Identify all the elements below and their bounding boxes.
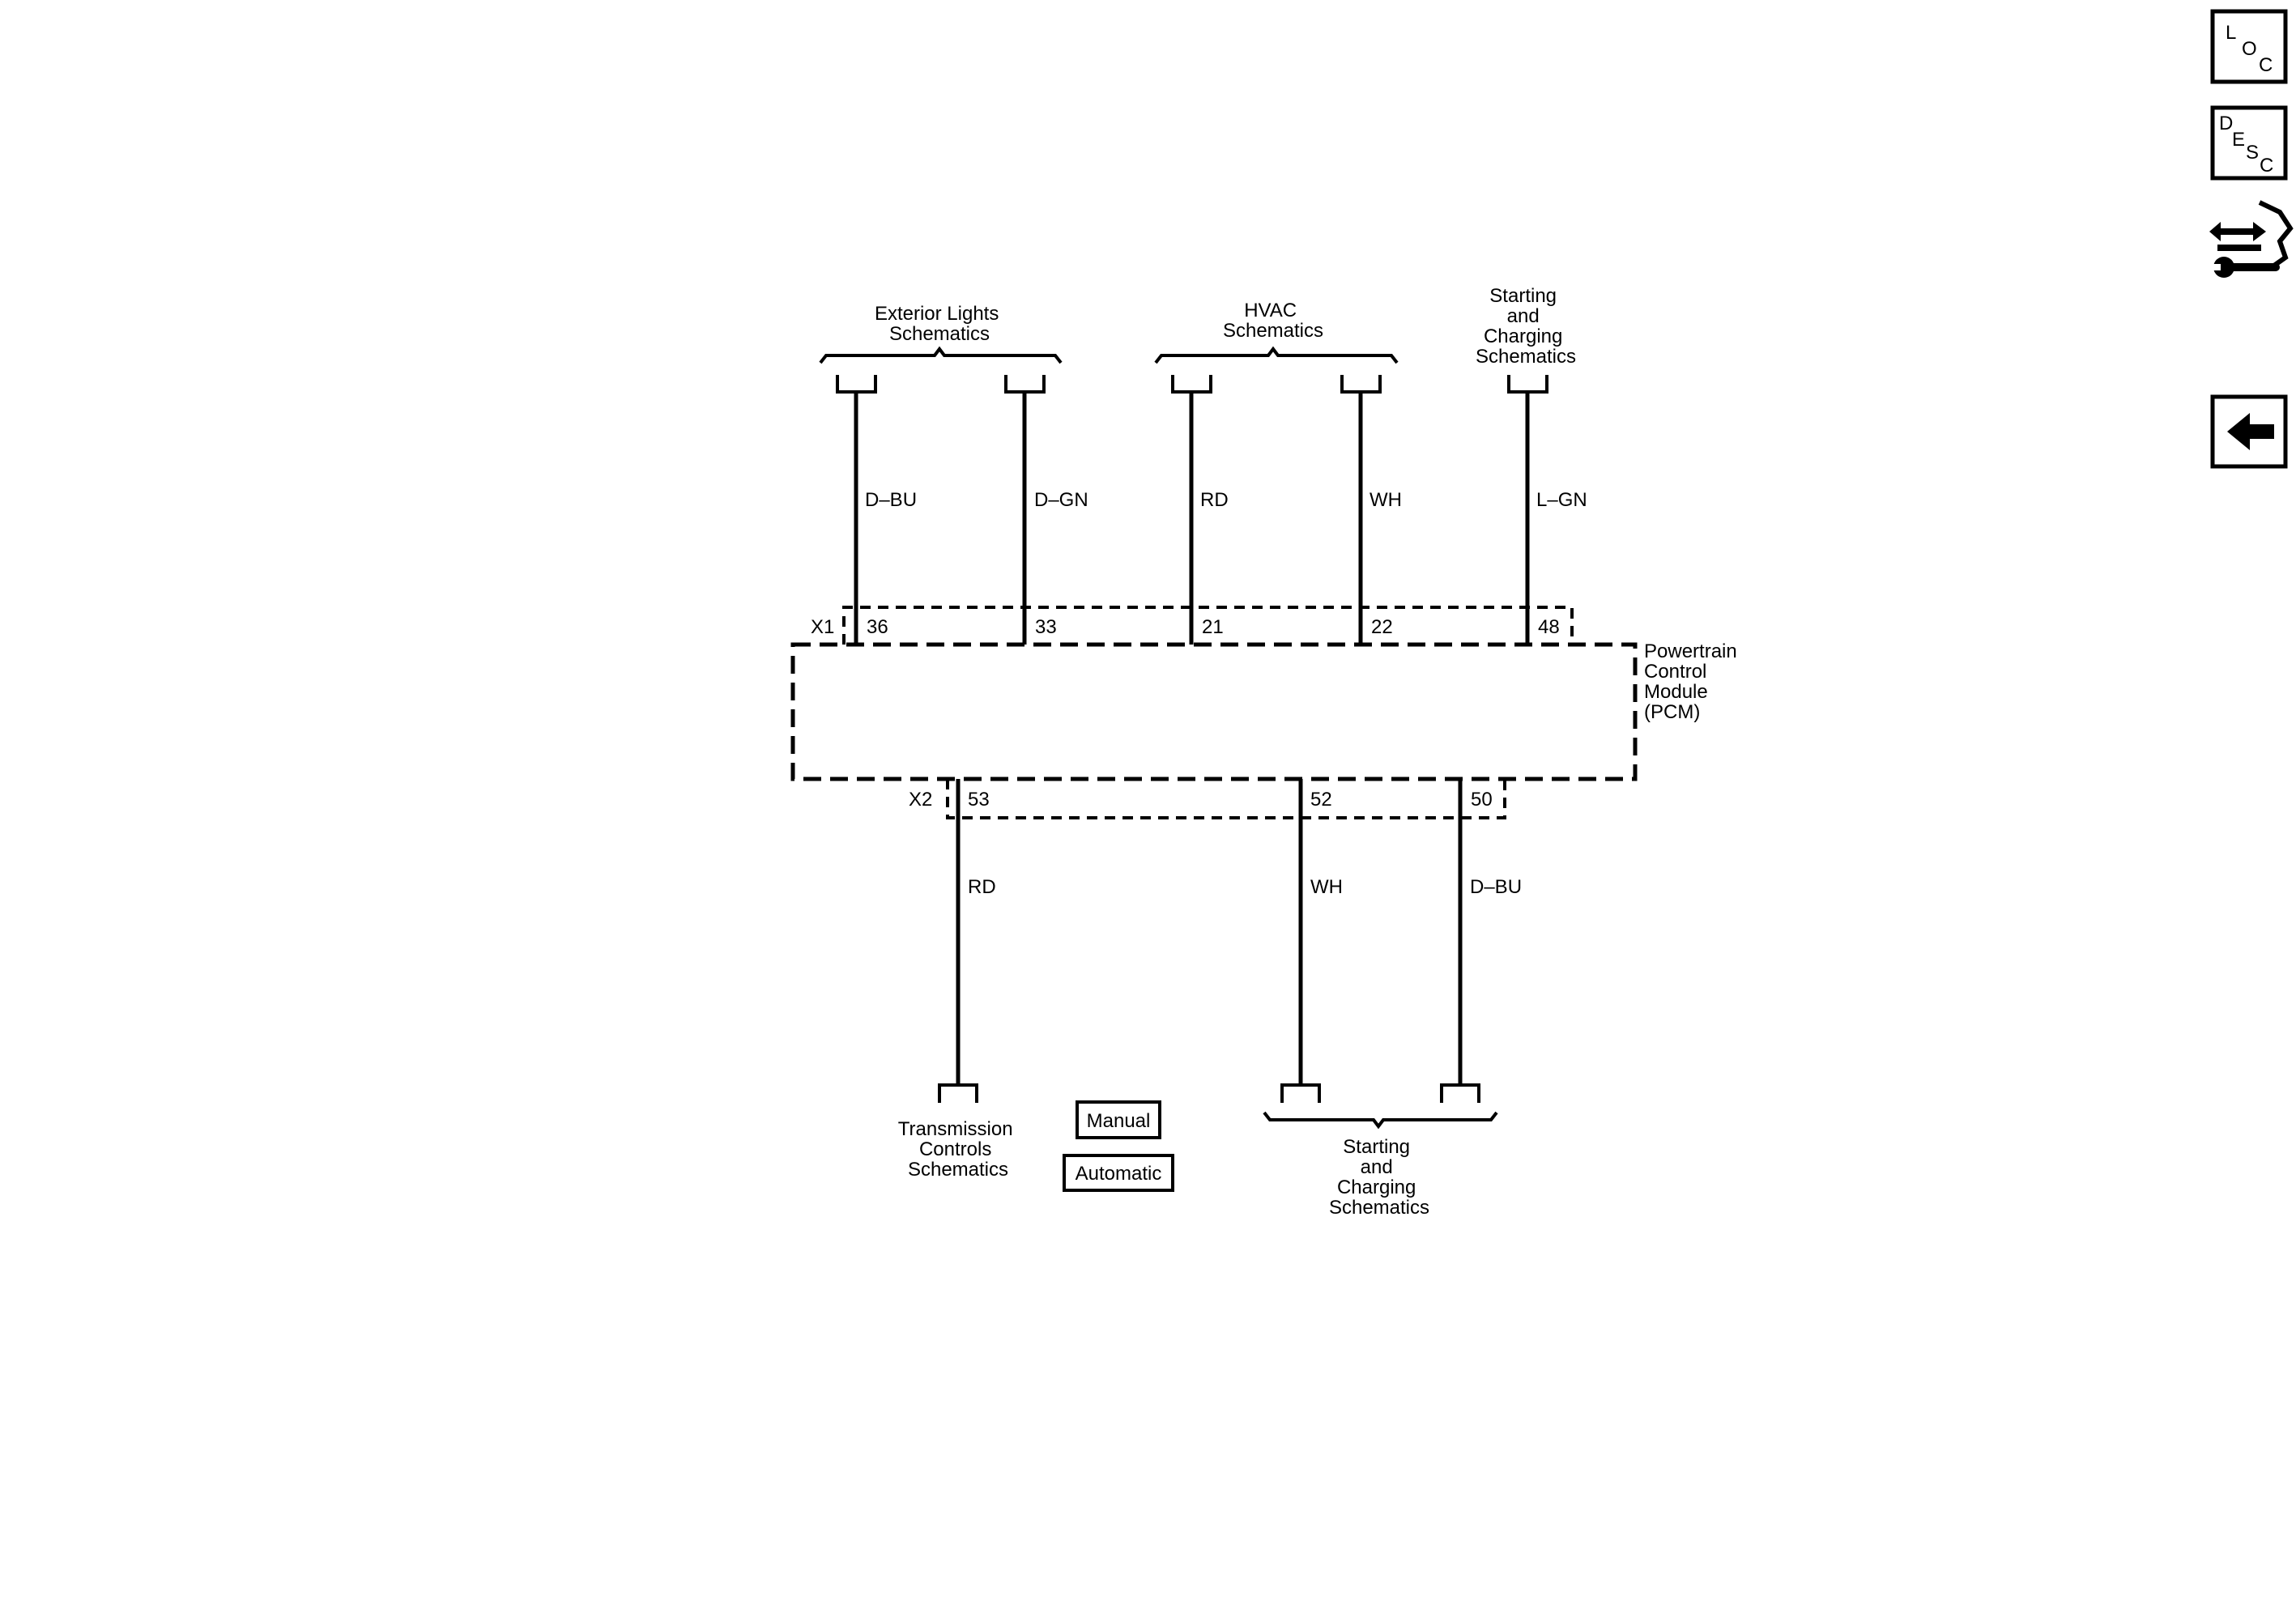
pin-number: 48 [1538,616,1560,638]
top-terminals [836,375,1548,394]
terminal-symbol [1171,375,1212,394]
desc-letter: E [2232,129,2245,151]
connector-x2-outline [946,779,1506,819]
exterior-lights-label: Exterior Lights Schematics [875,303,1004,345]
back-button[interactable] [2210,394,2288,469]
loc-button[interactable]: L O C [2210,9,2288,84]
pcm-module-outline [790,642,1638,781]
terminal-symbol [938,1083,978,1103]
terminal-symbol [836,375,877,394]
terminal-symbol [1507,375,1548,394]
pin-number: 21 [1202,616,1224,638]
manual-option-button[interactable]: Manual [1076,1100,1161,1139]
wire-color-label: RD [1200,489,1229,511]
transmission-controls-label: Transmission Controls Schematics [898,1118,1018,1181]
wire-color-label: D–BU [865,489,917,511]
pin-number: 53 [968,789,990,811]
pin-number: 22 [1371,616,1393,638]
bottom-wires [956,779,1463,1085]
pin-number: 50 [1471,789,1493,811]
desc-letter: C [2260,155,2273,177]
connector-x2-label: X2 [909,789,932,811]
pin-number: 36 [867,616,888,638]
terminal-symbol [1440,1083,1480,1103]
starting-charging-top-label: Starting and Charging Schematics [1476,285,1576,368]
wire-color-label: WH [1310,876,1343,898]
automatic-option-button[interactable]: Automatic [1063,1154,1174,1192]
connector-x1-label: X1 [811,616,834,638]
manual-option-label: Manual [1087,1110,1151,1132]
loc-letter: C [2259,54,2273,76]
automatic-option-label: Automatic [1076,1163,1162,1185]
hvac-brace [1154,346,1399,364]
top-wires [854,392,1530,645]
pin-number: 33 [1035,616,1057,638]
hvac-label: HVAC Schematics [1223,300,1323,342]
terminal-symbol [1340,375,1382,394]
connector-x1-outline [842,606,1574,645]
loc-letter: O [2242,38,2257,60]
wire-color-label: WH [1370,489,1402,511]
wire-color-label: D–BU [1470,876,1522,898]
terminal-symbol [1280,1083,1321,1103]
terminal-symbol [1004,375,1046,394]
wire-color-label: D–GN [1034,489,1088,511]
desc-button[interactable]: D E S C [2210,105,2288,181]
back-arrow-icon [2227,413,2274,450]
bottom-terminals [938,1083,1480,1103]
wire-color-label: RD [968,876,996,898]
connector-wrench-icon[interactable] [2209,200,2294,278]
wire-color-label: L–GN [1536,489,1587,511]
desc-letter: S [2246,142,2259,164]
pin-number: 52 [1310,789,1332,811]
desc-letter: D [2219,113,2233,134]
pcm-module-label: Powertrain Control Module (PCM) [1644,640,1742,723]
exterior-lights-brace [819,346,1063,364]
starting-charging-bottom-label: Starting and Charging Schematics [1329,1136,1429,1219]
loc-letter: L [2226,22,2236,44]
starting-charging-bottom-brace [1263,1111,1498,1130]
